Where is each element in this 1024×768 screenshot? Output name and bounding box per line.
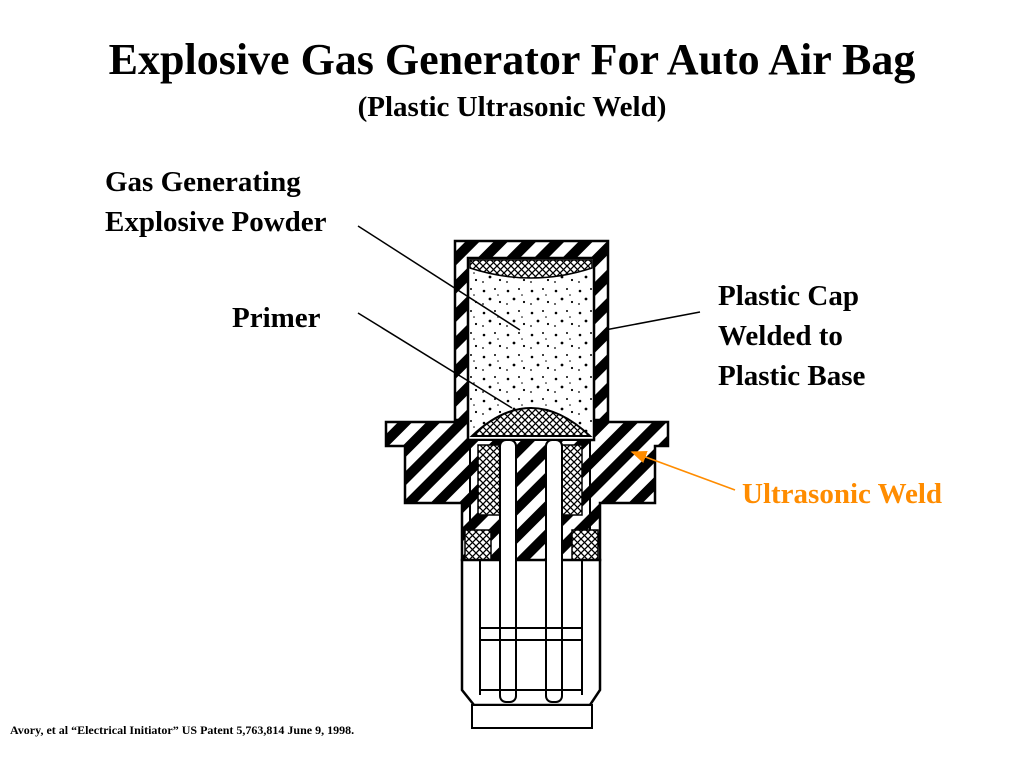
primer-dome [469, 407, 593, 437]
pin-right [545, 439, 563, 703]
primer-label: Primer [232, 302, 321, 334]
plastic-cap-label: Plastic Cap Welded to Plastic Base [718, 276, 865, 396]
cap-label-line2: Welded to [718, 320, 843, 352]
cap-top-seal [469, 259, 593, 279]
collar-right [571, 529, 599, 561]
explosive-powder-chamber [466, 256, 596, 442]
powder-label-line2: Explosive Powder [105, 206, 327, 238]
powder-label: Gas Generating Explosive Powder [105, 162, 327, 242]
cap-leader-line [604, 311, 701, 331]
powder-leader-line [357, 225, 521, 331]
initiator-tube [460, 558, 602, 707]
collar-left [464, 529, 492, 561]
base-foot [471, 704, 593, 729]
slide-title: Explosive Gas Generator For Auto Air Bag [108, 35, 916, 84]
patent-citation: Avory, et al “Electrical Initiator” US P… [10, 723, 355, 737]
cap-label-line1: Plastic Cap [718, 280, 859, 312]
slide-subtitle: (Plastic Ultrasonic Weld) [357, 91, 667, 123]
thread-insert-right [559, 444, 583, 516]
powder-label-line1: Gas Generating [105, 166, 301, 198]
cap-label-line3: Plastic Base [718, 360, 866, 392]
pin-left [499, 439, 517, 703]
ultrasonic-weld-label: Ultrasonic Weld [742, 478, 943, 510]
weld-arrow [630, 450, 736, 491]
primer-leader-line [357, 312, 513, 409]
thread-insert-left [477, 444, 501, 516]
